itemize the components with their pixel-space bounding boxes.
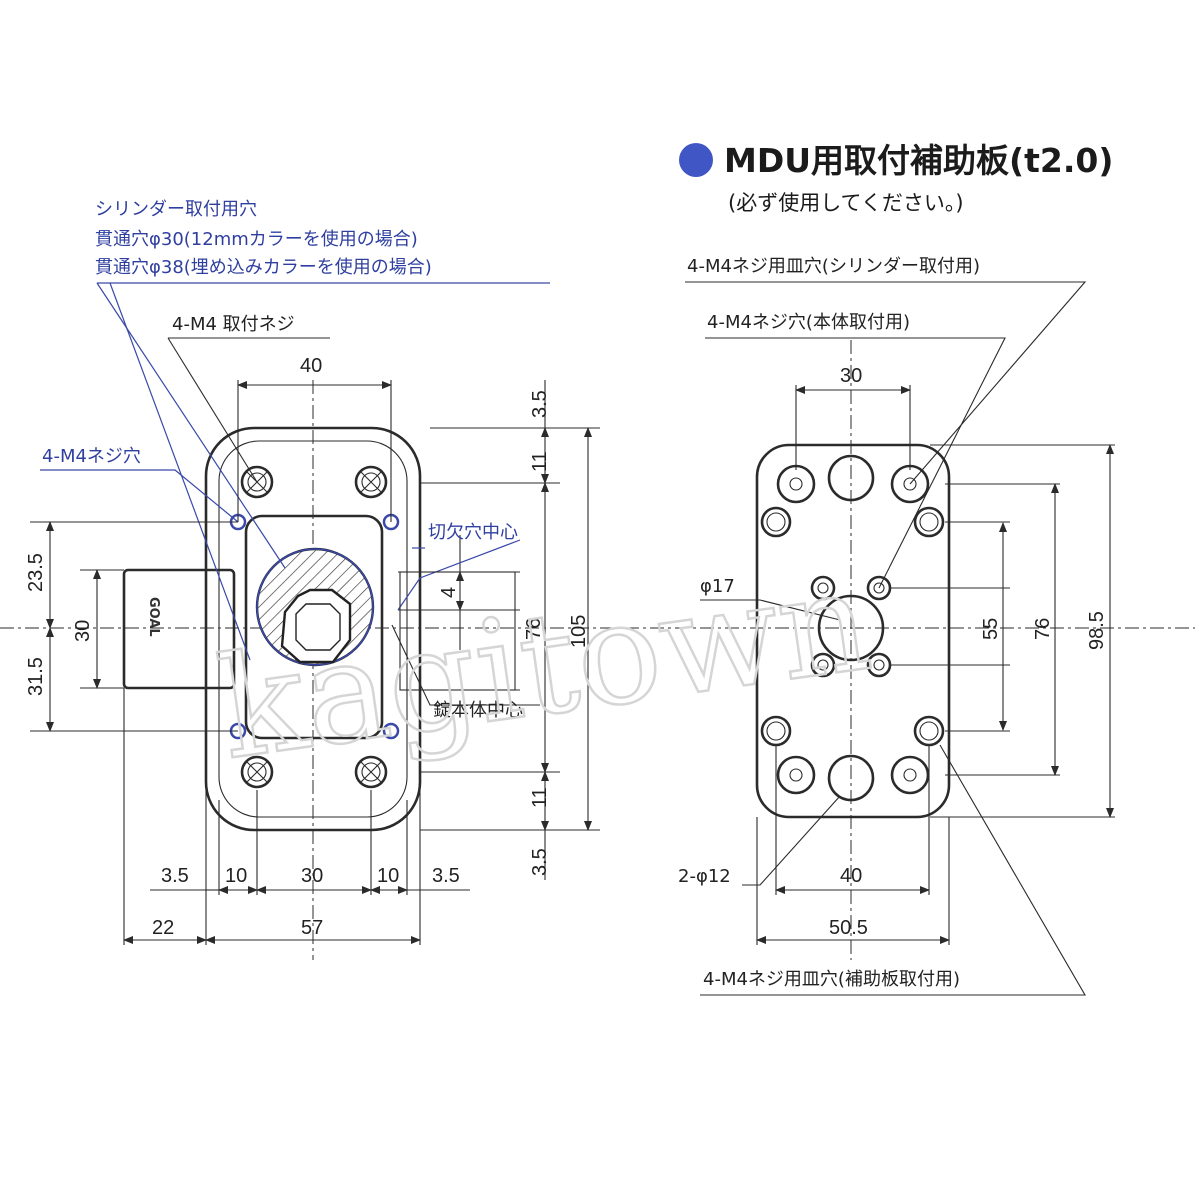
left-view: GOAL: [0, 199, 1195, 960]
label-cylinder-hole-1: シリンダー取付用穴: [95, 199, 257, 220]
label-screw-hole: 4-M4ネジ穴: [42, 446, 141, 467]
label-phi12: 2-φ12: [678, 866, 731, 887]
dim-r-76: 76: [523, 618, 545, 640]
label-countersink-cyl: 4-M4ネジ用皿穴(シリンダー取付用): [687, 256, 980, 277]
dim-r-55: 55: [980, 618, 1002, 640]
label-notch-center: 切欠穴中心: [428, 522, 518, 543]
lock-pocket: [244, 514, 384, 740]
dim-l-23-5: 23.5: [25, 553, 47, 592]
thumb-turn: [280, 588, 352, 664]
plate-title: MDU用取付補助板(t2.0): [724, 141, 1113, 180]
label-lock-center: 錠本体中心: [433, 700, 523, 721]
phi17-hole: [817, 594, 885, 662]
dim-b-30: 30: [301, 865, 323, 887]
mount-screw-bl: [240, 755, 274, 789]
body-screw-holes: [810, 575, 892, 678]
label-countersink-plate: 4-M4ネジ用皿穴(補助板取付用): [703, 969, 960, 990]
label-phi17: φ17: [700, 576, 735, 597]
mount-screw-br: [354, 755, 388, 789]
dim-r-76-right: 76: [1032, 618, 1054, 640]
dim-r-11-bot: 11: [529, 787, 551, 808]
dim-b-3-5-b: 3.5: [432, 865, 460, 887]
label-cylinder-hole-3: 貫通穴φ38(埋め込みカラーを使用の場合): [95, 257, 432, 278]
dim-top-30: 30: [840, 365, 862, 387]
thumb-turn-inner: [295, 603, 341, 651]
dim-r-3-5-bot: 3.5: [529, 848, 551, 876]
dim-r-3-5-top: 3.5: [529, 390, 551, 418]
bullet-icon: [679, 143, 713, 177]
dim-b-57: 57: [301, 917, 323, 939]
lock-body-inner: [218, 440, 408, 818]
mount-screw-tr: [354, 465, 388, 499]
dim-r-11-top: 11: [529, 451, 551, 472]
plate-note: (必ず使用してください。): [728, 191, 964, 215]
right-view: 30 55 76 98.5 40 50.5 4-M4ネジ用皿穴(シリンダー取付用…: [678, 256, 1115, 996]
dim-b-50-5: 50.5: [829, 917, 868, 939]
dim-r-98-5: 98.5: [1086, 611, 1108, 650]
phi12-holes: [827, 454, 875, 802]
dim-l-31-5: 31.5: [25, 657, 47, 696]
dim-b-10-b: 10: [377, 865, 399, 887]
dim-top-40: 40: [300, 355, 322, 377]
label-cylinder-hole-2: 貫通穴φ30(12mmカラーを使用の場合): [95, 229, 418, 250]
dim-b-40-right: 40: [840, 865, 862, 887]
dim-l-30: 30: [72, 620, 94, 642]
lock-body-outer: [204, 426, 422, 832]
assist-plate: [755, 443, 951, 819]
cylinder-outline-blue: [256, 548, 374, 666]
dim-b-3-5-a: 3.5: [161, 865, 189, 887]
dim-r-4: 4: [438, 587, 460, 598]
latch-bolt: [122, 568, 236, 690]
label-mount-screw: 4-M4 取付ネジ: [172, 314, 295, 335]
dim-b-22: 22: [152, 917, 174, 939]
brand-text: GOAL: [146, 597, 161, 637]
dim-b-10-a: 10: [225, 865, 247, 887]
dim-r-105: 105: [568, 615, 590, 648]
label-screw-body: 4-M4ネジ穴(本体取付用): [707, 312, 910, 333]
